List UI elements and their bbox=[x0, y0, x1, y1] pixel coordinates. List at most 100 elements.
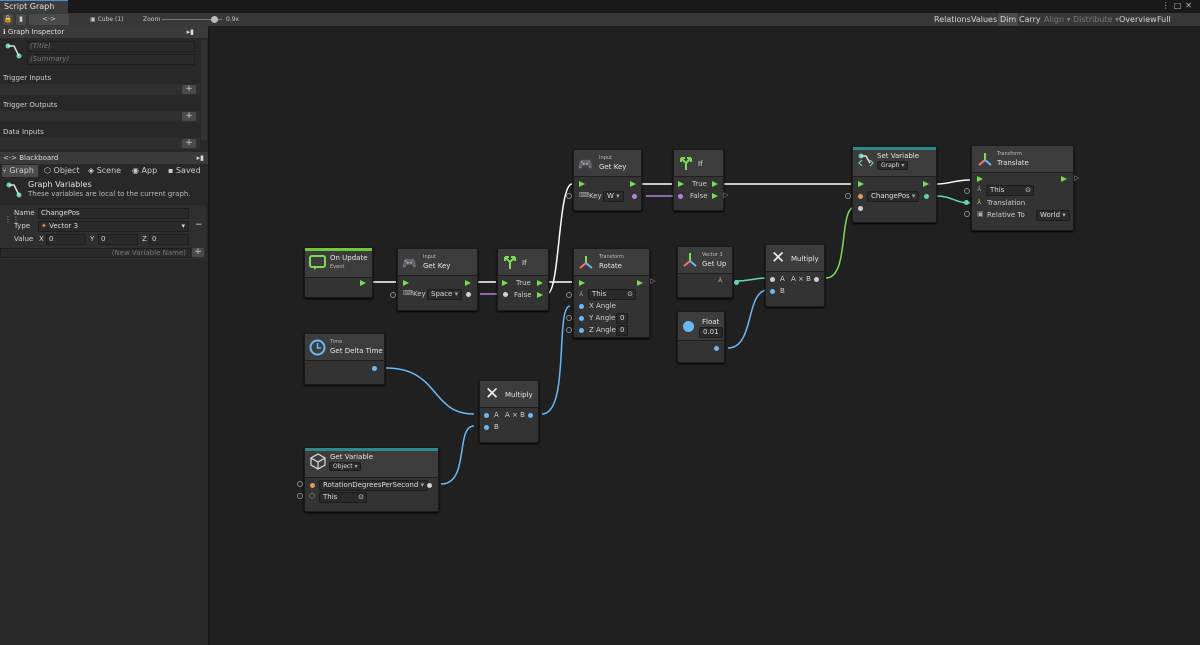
zoom-slider-track[interactable] bbox=[162, 19, 222, 20]
output-trigger-port[interactable] bbox=[630, 181, 636, 187]
node-set-variable[interactable]: Set Variable Graph ChangePos bbox=[852, 146, 937, 223]
tab-saved[interactable]: ▪ Saved bbox=[168, 166, 201, 175]
align-dropdown[interactable]: Align ▾ bbox=[1044, 15, 1071, 24]
node-float[interactable]: Float 0.01 bbox=[677, 311, 725, 363]
output-trigger-port[interactable] bbox=[1061, 176, 1067, 182]
value-x-field[interactable]: 0 bbox=[46, 234, 86, 245]
input-trigger-port[interactable] bbox=[977, 176, 983, 182]
input-condition-port[interactable] bbox=[503, 292, 508, 297]
dock-icon[interactable]: ▸▮ bbox=[186, 28, 194, 36]
variable-name-dropdown[interactable]: RotationDegreesPerSecond bbox=[319, 480, 429, 491]
translate-relative-port[interactable] bbox=[964, 211, 970, 217]
output-trigger-port[interactable] bbox=[465, 280, 471, 286]
input-keycode-port[interactable] bbox=[390, 292, 396, 298]
tab-graph[interactable]: ⑂ Graph bbox=[2, 165, 38, 177]
add-variable-button[interactable]: + bbox=[192, 248, 204, 257]
output-float-port[interactable] bbox=[714, 346, 719, 351]
input-trigger-port[interactable] bbox=[678, 181, 684, 187]
input-b-port[interactable] bbox=[770, 289, 775, 294]
object-breadcrumb[interactable]: ▣ Cube (1) bbox=[90, 16, 124, 23]
input-keycode-port[interactable] bbox=[566, 193, 572, 199]
close-icon[interactable]: □ bbox=[1173, 1, 1186, 10]
summary-field[interactable]: (Summary) bbox=[27, 54, 195, 65]
output-true-port[interactable] bbox=[537, 280, 543, 286]
y-angle-field[interactable]: 0 bbox=[616, 313, 629, 324]
output-trigger-port[interactable] bbox=[923, 181, 929, 187]
input-trigger-port[interactable] bbox=[579, 181, 585, 187]
input-a-port[interactable] bbox=[484, 413, 489, 418]
output-result-port[interactable] bbox=[528, 413, 533, 418]
rotate-z-port[interactable] bbox=[566, 327, 572, 333]
input-value-port[interactable] bbox=[858, 206, 863, 211]
output-trigger-port[interactable] bbox=[360, 280, 366, 286]
getvar-name-port[interactable] bbox=[297, 481, 303, 487]
value-y-field[interactable]: 0 bbox=[98, 234, 138, 245]
output-vector-port[interactable] bbox=[734, 280, 739, 285]
tab-scene[interactable]: ◈ Scene bbox=[88, 166, 122, 175]
values-button[interactable]: Values bbox=[971, 15, 998, 24]
key-dropdown[interactable]: W bbox=[603, 191, 624, 202]
input-trigger-port[interactable] bbox=[858, 181, 864, 187]
input-condition-port[interactable] bbox=[678, 194, 683, 199]
carry-button[interactable]: Carry bbox=[1019, 15, 1041, 24]
relations-button[interactable]: Relations bbox=[934, 15, 971, 24]
output-false-port[interactable] bbox=[712, 193, 718, 199]
dock-icon[interactable]: ▸▮ bbox=[196, 154, 204, 162]
title-field[interactable]: (Title) bbox=[27, 41, 195, 52]
z-angle-field[interactable]: 0 bbox=[616, 325, 629, 336]
new-variable-name-field[interactable]: (New Variable Name) bbox=[0, 248, 191, 258]
overview-button[interactable]: Overview bbox=[1119, 15, 1157, 24]
tab-object[interactable]: ⬡ Object bbox=[44, 166, 80, 175]
input-y-angle-port[interactable] bbox=[579, 316, 584, 321]
variable-scope-dropdown[interactable]: Graph bbox=[877, 161, 909, 170]
rotate-this-port[interactable] bbox=[566, 292, 572, 298]
input-z-angle-port[interactable] bbox=[579, 328, 584, 333]
node-get-key-space[interactable]: 🎮 Input Get Key ⌨ Key Space bbox=[397, 248, 478, 311]
node-translate[interactable]: Transform Translate ⅄ This⊙ ⅄ Translatio… bbox=[971, 145, 1074, 231]
window-controls[interactable]: ⋮□✕ bbox=[1162, 1, 1196, 10]
setvar-name-port[interactable] bbox=[845, 193, 851, 199]
sidebar-toggle-icon[interactable]: ▮ bbox=[16, 14, 26, 25]
this-field[interactable]: This⊙ bbox=[319, 492, 367, 503]
window-tab[interactable]: Script Graph bbox=[0, 0, 68, 13]
variable-name-field[interactable]: ChangePos bbox=[38, 208, 189, 219]
input-x-angle-port[interactable] bbox=[579, 304, 584, 309]
add-trigger-output-button[interactable]: + bbox=[182, 112, 196, 121]
relative-to-dropdown[interactable]: World bbox=[1036, 210, 1070, 221]
input-a-port[interactable] bbox=[770, 277, 775, 282]
input-name-port[interactable] bbox=[858, 194, 863, 199]
node-vector3-get-up[interactable]: Vector 3 Get Up ⅄ bbox=[677, 246, 739, 298]
float-value-field[interactable]: 0.01 bbox=[699, 327, 723, 338]
value-z-field[interactable]: 0 bbox=[149, 234, 189, 245]
node-get-delta-time[interactable]: Time Get Delta Time bbox=[304, 333, 385, 385]
add-trigger-input-button[interactable]: + bbox=[182, 85, 196, 94]
output-bool-port[interactable] bbox=[466, 292, 471, 297]
rotate-y-port[interactable] bbox=[566, 315, 572, 321]
inspector-scrollbar[interactable] bbox=[201, 40, 207, 140]
node-multiply-vector[interactable]: ✕ Multiply A A × B B bbox=[765, 244, 825, 307]
node-get-key-w[interactable]: 🎮 Input Get Key ⌨ Key W bbox=[573, 149, 642, 211]
node-on-update[interactable]: On Update Event bbox=[304, 247, 373, 298]
output-result-port[interactable] bbox=[814, 277, 819, 282]
variable-type-dropdown[interactable]: ✦ Vector 3 ▾ bbox=[38, 221, 189, 232]
input-trigger-port[interactable] bbox=[403, 280, 409, 286]
input-b-port[interactable] bbox=[484, 425, 489, 430]
input-trigger-port[interactable] bbox=[502, 280, 508, 286]
dim-button[interactable]: Dim bbox=[998, 13, 1019, 26]
drag-handle-icon[interactable]: ⋮⋮ bbox=[4, 215, 20, 224]
lock-icon[interactable]: 🔒 bbox=[3, 14, 13, 25]
output-value-port[interactable] bbox=[427, 483, 432, 488]
close-window-icon[interactable]: ✕ bbox=[1185, 1, 1196, 10]
translate-this-port[interactable] bbox=[964, 188, 970, 194]
translate-translation-port[interactable] bbox=[964, 200, 969, 205]
node-if-1[interactable]: If True False bbox=[497, 248, 549, 311]
distribute-dropdown[interactable]: Distribute ▾ bbox=[1073, 15, 1119, 24]
output-float-port[interactable] bbox=[372, 366, 377, 371]
output-false-port[interactable] bbox=[537, 292, 543, 298]
output-trigger-port[interactable] bbox=[637, 280, 643, 286]
this-field[interactable]: This⊙ bbox=[588, 289, 636, 300]
node-rotate[interactable]: Transform Rotate ⅄ This⊙ X Angle Y Angle… bbox=[573, 248, 650, 338]
input-name-port[interactable] bbox=[310, 483, 315, 488]
getvar-this-port[interactable] bbox=[297, 493, 303, 499]
node-multiply-float[interactable]: ✕ Multiply A A × B B bbox=[479, 380, 539, 443]
